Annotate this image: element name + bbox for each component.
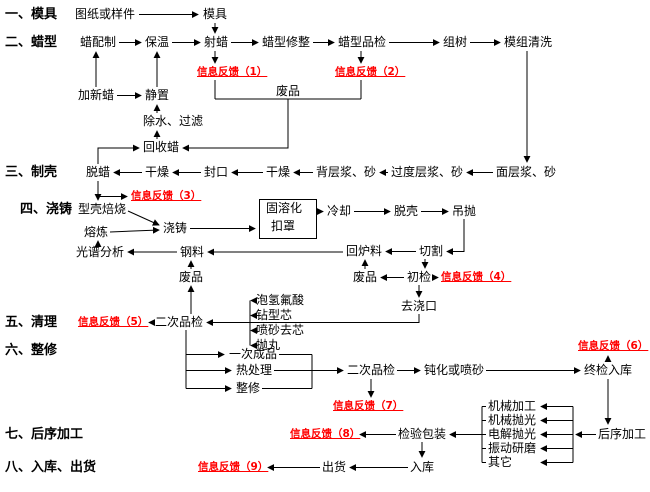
node-wax-injection: 射蜡 <box>204 35 229 49</box>
node-settling: 静置 <box>145 88 170 102</box>
node-vibratory-grinding: 振动研磨 <box>488 441 537 455</box>
node-cutting: 切割 <box>419 244 444 258</box>
node-refurbish: 整修 <box>236 381 261 395</box>
feedback-9: 信息反馈（9） <box>198 461 269 473</box>
node-face-layer-slurry: 面层浆、砂 <box>496 165 557 179</box>
feedback-2: 信息反馈（2） <box>335 66 406 78</box>
node-passivation-or-sandblast: 钝化或喷砂 <box>424 363 485 377</box>
section-7-post-processing: 七、后序加工 <box>5 427 84 442</box>
node-scrap-2: 废品 <box>353 270 378 284</box>
section-5-cleaning: 五、清理 <box>5 315 58 330</box>
node-other: 其它 <box>488 455 513 469</box>
node-initial-inspection: 初检 <box>407 270 432 284</box>
node-dewax: 脱蜡 <box>86 165 111 179</box>
node-shell-removal: 脱壳 <box>394 204 419 218</box>
section-3-shell: 三、制壳 <box>5 165 58 180</box>
solution-treatment-box <box>259 199 317 239</box>
node-tree-assembly: 组树 <box>443 35 468 49</box>
node-scrap-1: 废品 <box>179 270 204 284</box>
node-recycled-wax: 回收蜡 <box>143 140 180 154</box>
feedback-6: 信息反馈（6） <box>578 340 649 352</box>
node-pouring: 浇铸 <box>163 221 188 235</box>
node-gate-removal: 去浇口 <box>401 299 438 313</box>
node-final-inspection-storage: 终检入库 <box>584 363 633 377</box>
node-secondary-inspection: 二次品检 <box>155 315 204 329</box>
node-dry-1: 干燥 <box>145 165 170 179</box>
node-drawing-or-sample: 图纸或样件 <box>75 7 136 21</box>
node-steel-material: 钢料 <box>180 245 205 259</box>
node-drill-core: 钻型芯 <box>256 308 293 322</box>
node-warehousing: 入库 <box>410 460 435 474</box>
feedback-3: 信息反馈（3） <box>131 190 202 202</box>
node-hang-shot-blast: 吊抛 <box>452 204 477 218</box>
node-hf-acid-soak: 泡氢氟酸 <box>256 293 305 307</box>
node-scrap-wax: 废品 <box>276 84 301 98</box>
node-electro-polishing: 电解抛光 <box>488 427 537 441</box>
node-spectral-analysis: 光谱分析 <box>76 245 125 259</box>
node-machining: 机械加工 <box>488 399 537 413</box>
feedback-5: 信息反馈（5） <box>78 316 149 328</box>
node-post-processing: 后序加工 <box>598 427 647 441</box>
node-add-new-wax: 加新蜡 <box>78 88 115 102</box>
node-cover: 扣罩 <box>271 219 296 233</box>
node-inspection-packaging: 检验包装 <box>398 427 447 441</box>
feedback-4: 信息反馈（4） <box>441 271 512 283</box>
node-seal: 封口 <box>204 165 229 179</box>
section-8-warehouse-shipping: 八、入库、出货 <box>5 460 97 475</box>
node-mechanical-polishing: 机械抛光 <box>488 413 537 427</box>
node-solution-treatment: 固溶化 <box>266 201 303 215</box>
node-first-pass-product: 一次成品 <box>229 347 278 361</box>
section-1-mold: 一、模具 <box>5 7 58 22</box>
node-transition-layer-slurry: 过度层浆、砂 <box>391 165 464 179</box>
node-secondary-inspection-2: 二次品检 <box>347 363 396 377</box>
node-back-layer-slurry: 背层浆、砂 <box>316 165 377 179</box>
node-heat-treatment: 热处理 <box>236 363 273 377</box>
node-module-cleaning: 模组清洗 <box>504 35 553 49</box>
section-4-casting: 四、浇铸 <box>20 202 73 217</box>
node-dewater-filter: 除水、过滤 <box>143 114 204 128</box>
node-wax-trimming: 蜡型修整 <box>262 35 311 49</box>
node-wax-preparation: 蜡配制 <box>80 35 117 49</box>
node-remelt-material: 回炉料 <box>346 244 383 258</box>
section-2-wax-pattern: 二、蜡型 <box>5 35 58 50</box>
node-mold: 模具 <box>203 7 228 21</box>
feedback-8: 信息反馈（8） <box>290 428 361 440</box>
feedback-1: 信息反馈（1） <box>197 66 268 78</box>
node-sandblast-core-removal: 喷砂去芯 <box>256 323 305 337</box>
node-shot-blasting: 抛丸 <box>256 338 281 352</box>
node-wax-inspection: 蜡型品检 <box>338 35 387 49</box>
node-dry-2: 干燥 <box>266 165 291 179</box>
node-shell-roasting: 型壳焙烧 <box>78 202 127 216</box>
node-cooling: 冷却 <box>327 204 352 218</box>
node-insulation: 保温 <box>145 35 170 49</box>
section-6-repair: 六、整修 <box>5 343 58 358</box>
node-shipping: 出货 <box>322 460 347 474</box>
node-melting: 熔炼 <box>84 225 109 239</box>
feedback-7: 信息反馈（7） <box>333 400 404 412</box>
